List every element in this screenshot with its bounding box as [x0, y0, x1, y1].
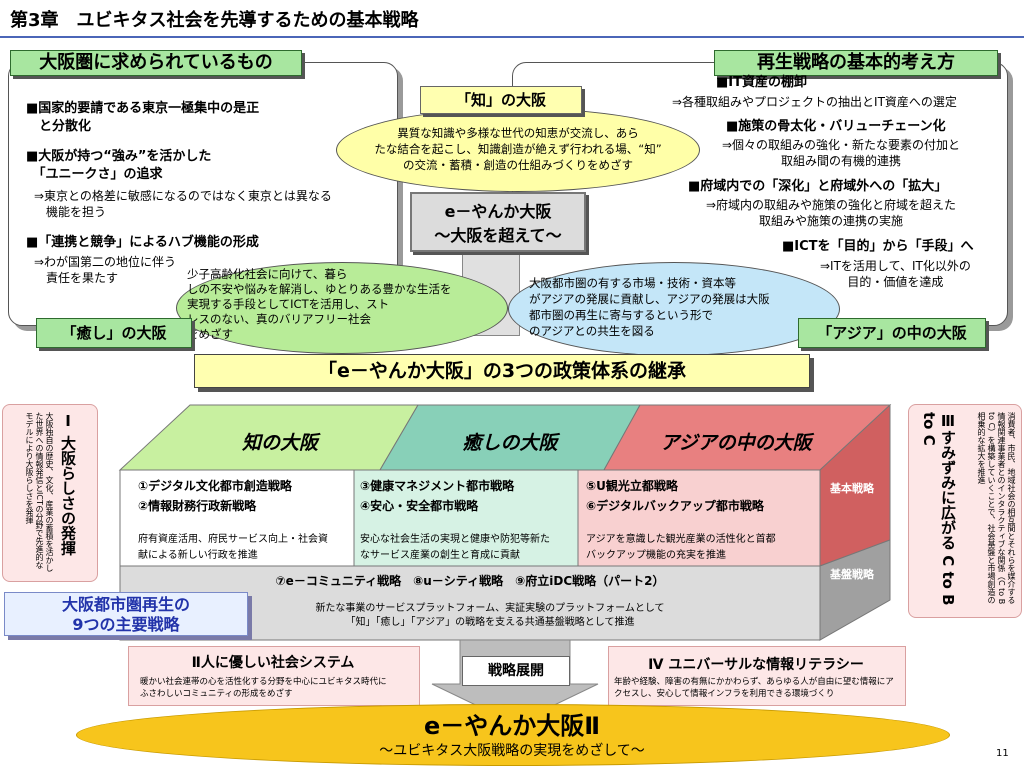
- bottom-box-2: [128, 646, 420, 706]
- bottom-box-2-title: Ⅱ人に優しい社会システム: [191, 655, 355, 671]
- bottom-box-4: [608, 646, 906, 706]
- final-subtitle: ～ユビキタス大阪戦略の実現をめざして～: [379, 743, 645, 759]
- asia-label: 「アジア」の中の大阪: [798, 318, 986, 348]
- left-item-1: ■国家的要請である東京一極集中の是正 と分散化: [26, 101, 260, 134]
- cube-front-red: [577, 469, 821, 567]
- title-rule: [0, 36, 1024, 38]
- right-item-3-sub: ⇒府域内の取組みや施策の強化と府域を超えた 取組みや施策の連携の実施: [706, 198, 957, 228]
- left-item-3: ■「連携と競争」によるハブ機能の形成: [26, 235, 259, 250]
- left-item-2-sub: ⇒東京との格差に敏感になるのではなく東京とは異なる 機能を担う: [34, 189, 332, 219]
- cube-base-desc: 新たな事業のサービスプラットフォーム、実証実験のプラットフォームとして 「知」「…: [315, 603, 665, 628]
- cube-side-basic-label: 基本戦略: [830, 482, 874, 495]
- right-item-2: ■施策の骨太化・バリューチェーン化: [726, 119, 946, 134]
- iyashi-ellipse: 少子高齢化社会に向けて、暮ら しの不安や悩みを解消し、ゆとりある豊かな生活を 実…: [176, 262, 508, 354]
- bottom-box-4-text: 年齢や経験、障害の有無にかかわらず、あらゆる人が自由に望む情報にア クセスし、安…: [614, 677, 894, 699]
- center-box-line2: ～大阪を超えて～: [434, 226, 562, 245]
- cube-side-base-label: 基盤戦略: [830, 568, 874, 581]
- cube-col3-title: アジアの中の大阪: [660, 432, 812, 454]
- final-title: e－やんか大阪Ⅱ: [423, 712, 601, 740]
- policy-banner: 「e－やんか大阪」の3つの政策体系の継承: [194, 354, 810, 388]
- right-side-box: [908, 404, 1022, 618]
- cube-col1-strategies: ①デジタル文化都市創造戦略 ②情報財務行政新戦略: [138, 479, 292, 513]
- right-item-4-sub: ⇒ITを活用して、IT化以外の 目的・価値を達成: [820, 259, 971, 289]
- right-side-text: 消費者、市民、地域社会の相互間とそれらを媒介する情報関連事業者とのインタラクティ…: [977, 412, 1016, 605]
- final-ellipse: [76, 704, 950, 766]
- cube-col1-title: 知の大阪: [241, 432, 318, 454]
- iyashi-ellipse-text: 少子高齢化社会に向けて、暮ら しの不安や悩みを解消し、ゆとりある豊かな生活を 実…: [187, 267, 452, 341]
- left-side-box: [2, 404, 98, 582]
- right-item-3: ■府域内での「深化」と府域外への「拡大」: [688, 179, 948, 194]
- page-number: 11: [996, 748, 1009, 759]
- strategy-expansion-label: 戦略展開: [462, 656, 570, 686]
- nine-strategies-label: 大阪都市圏再生の 9つの主要戦略: [4, 592, 248, 636]
- bottom-box-2-text: 暖かい社会連帯の心を活性化する分野を中心にユビキタス時代に ふさわしいコミュニテ…: [140, 677, 387, 699]
- cube-front-green: [119, 469, 355, 567]
- right-item-4: ■ICTを「目的」から「手段」へ: [782, 239, 974, 254]
- center-box-line1: e－やんか大阪: [444, 202, 552, 221]
- center-box: e－やんか大阪 ～大阪を超えて～: [410, 192, 586, 252]
- iyashi-label: 「癒し」の大阪: [36, 318, 192, 348]
- left-side-title: Ⅰ 大阪らしさの発揮: [59, 412, 77, 556]
- cube-col2-strategies: ③健康マネジメント都市戦略 ④安心・安全都市戦略: [360, 479, 515, 513]
- right-item-1-sub: ⇒各種取組みやプロジェクトの抽出とIT資産への選定: [672, 95, 957, 109]
- chi-ellipse-text: 異質な知識や多様な世代の知恵が交流し、あら たな結合を起こし、知識創造が絶えず行…: [374, 126, 662, 172]
- cube-col3-strategies: ⑤U観光立都戦略 ⑥デジタルバックアップ都市戦略: [586, 479, 764, 513]
- cube-col3-desc: アジアを意識した観光産業の活性化と首都 バックアップ機能の充実を推進: [586, 534, 776, 561]
- cube-col2-desc: 安心な社会生活の実現と健康や防犯等新た なサービス産業の創生と育成に貢献: [360, 534, 550, 561]
- page-title: 第3章 ユビキタス社会を先導するための基本戦略: [10, 10, 419, 31]
- right-item-1: ■IT資産の棚卸: [716, 75, 807, 90]
- cube-col1-desc: 府有資産活用、府民サービス向上・社会資 献による新しい行政を推進: [138, 534, 328, 561]
- chi-label: 「知」の大阪: [420, 86, 582, 114]
- right-item-2-sub: ⇒個々の取組みの強化・新たな要素の付加と 取組み間の有機的連携: [722, 138, 961, 168]
- chi-ellipse: 異質な知識や多様な世代の知恵が交流し、あら たな結合を起こし、知識創造が絶えず行…: [336, 108, 700, 192]
- left-item-3-sub: ⇒わが国第二の地位に伴う 責任を果たす: [34, 255, 177, 285]
- right-panel-heading: 再生戦略の基本的考え方: [714, 50, 998, 76]
- bottom-box-4-title: Ⅳ ユニバーサルな情報リテラシー: [648, 657, 864, 673]
- cube-base-strategies: ⑦e－コミュニティ戦略 ⑧u－シティ戦略 ⑨府立iDC戦略（パート2）: [275, 574, 665, 588]
- right-side-title: Ⅲすみずみに広がる C to B to C: [920, 412, 957, 606]
- asia-ellipse: 大阪都市圏の有する市場・技術・資本等 がアジアの発展に貢献し、アジアの発展は大阪…: [508, 262, 840, 356]
- asia-ellipse-text: 大阪都市圏の有する市場・技術・資本等 がアジアの発展に貢献し、アジアの発展は大阪…: [529, 276, 770, 338]
- cube-col2-title: 癒しの大阪: [462, 432, 558, 454]
- left-item-2: ■大阪が持つ“強み”を活かした 「ユニークさ」の追求: [26, 149, 212, 182]
- left-panel-heading: 大阪圏に求められているもの: [10, 50, 302, 76]
- left-side-text: 大阪独自の歴史、文化、産業の蓄積を活かした世界への情報発信とICTの分野で先進的…: [25, 412, 54, 572]
